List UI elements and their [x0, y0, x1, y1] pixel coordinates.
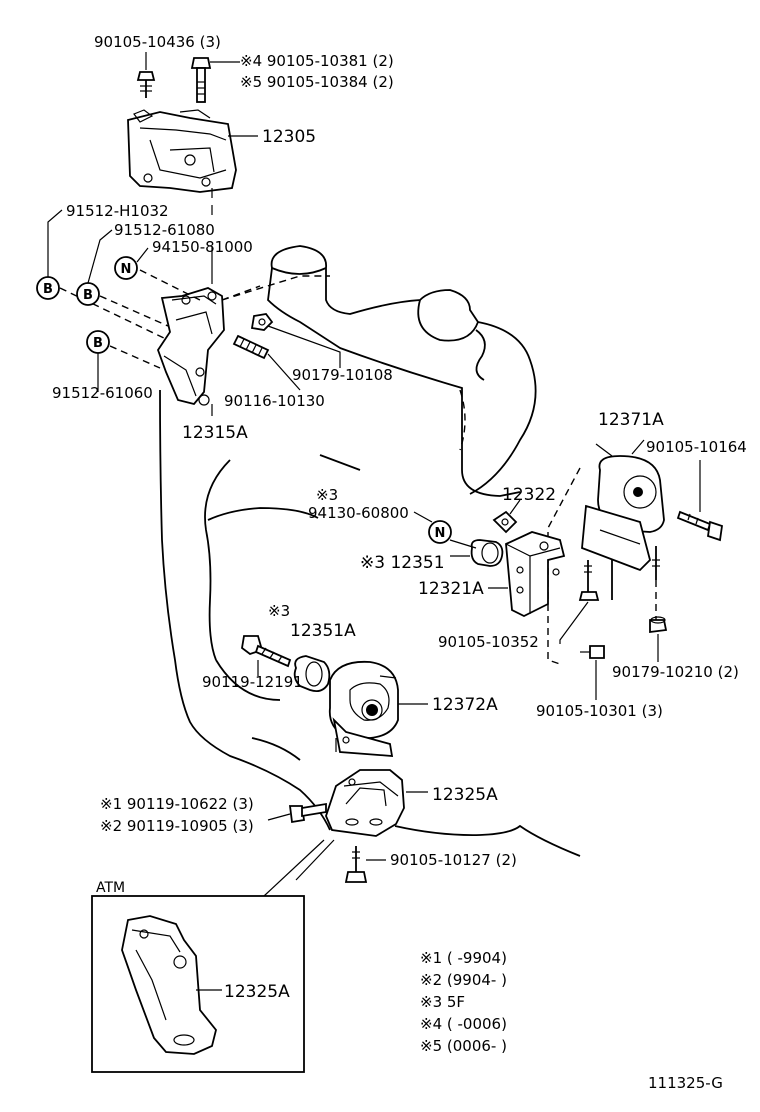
circle-b-1: B [36, 276, 60, 300]
label-90105-10381: ※4 90105-10381 (2) [240, 52, 394, 70]
label-mark-3-a: ※3 [316, 486, 338, 504]
label-90119-10905: ※2 90119-10905 (3) [100, 817, 254, 835]
svg-text:B: B [43, 282, 53, 297]
label-12321A: 12321A [418, 579, 484, 599]
label-90119-12191: 90119-12191 [202, 673, 303, 691]
label-90105-10352: 90105-10352 [438, 633, 539, 651]
label-90105-10301: 90105-10301 (3) [536, 702, 663, 720]
bolt-90105-10127 [344, 846, 386, 883]
bolt-90105-10352 [559, 560, 600, 644]
circle-n-1: N [114, 256, 138, 280]
svg-text:B: B [83, 288, 93, 303]
bracket-12322 [492, 499, 521, 534]
label-94130-60800: 94130-60800 [308, 504, 409, 522]
label-12351A: 12351A [290, 621, 356, 641]
leader-lines [59, 269, 330, 369]
bolt-90119-12191 [241, 635, 292, 676]
label-atm: ATM [96, 880, 125, 896]
svg-text:N: N [121, 262, 132, 277]
label-12351: ※3 12351 [360, 553, 445, 573]
bracket-12321A [505, 531, 566, 618]
engine-outline [159, 245, 581, 857]
svg-text:N: N [435, 526, 446, 541]
circle-b-2: B [76, 282, 100, 306]
legend-item: ※1 ( -9904) [420, 949, 507, 967]
label-mark-3-b: ※3 [268, 602, 290, 620]
legend-item: ※4 ( -0006) [420, 1015, 507, 1033]
legend-item: ※5 (0006- ) [420, 1037, 507, 1055]
circle-b-3: B [86, 330, 110, 354]
circle-n-2: N [428, 520, 452, 544]
legend-item: ※2 (9904- ) [420, 971, 507, 989]
stopper-12351A [293, 655, 331, 693]
bracket-12325A [325, 769, 428, 837]
stopper-12351 [450, 539, 504, 567]
insulator-12372A [328, 660, 428, 757]
bracket-12315A [156, 246, 225, 406]
label-90105-10436: 90105-10436 (3) [94, 33, 221, 51]
legend: ※1 ( -9904) ※2 (9904- ) ※3 5F ※4 ( -0006… [420, 949, 507, 1055]
label-90116-10130: 90116-10130 [224, 392, 325, 410]
label-12372A: 12372A [432, 695, 498, 715]
callout-labels: 90105-10436 (3) ※4 90105-10381 (2) ※5 90… [52, 33, 747, 1002]
label-12322: 12322 [502, 485, 556, 505]
label-12325A: 12325A [432, 785, 498, 805]
label-90119-10622: ※1 90119-10622 (3) [100, 795, 254, 813]
figure-code: 111325-G [648, 1074, 723, 1092]
label-94150-81000: 94150-81000 [152, 238, 253, 256]
label-90179-10210: 90179-10210 (2) [612, 663, 739, 681]
stud-90116-10130 [232, 334, 301, 391]
bolt-90105-10164 [676, 460, 723, 542]
label-90105-10127: 90105-10127 (2) [390, 851, 517, 869]
label-90105-10164: 90105-10164 [646, 438, 747, 456]
atm-inset [91, 895, 305, 1073]
label-12371A: 12371A [598, 410, 664, 430]
label-atm-12325A: 12325A [224, 982, 290, 1002]
nut-90179-10210 [649, 616, 668, 662]
label-12315A: 12315A [182, 423, 248, 443]
label-91512-H1032: 91512-H1032 [66, 202, 169, 220]
bolt-90105-10381 [190, 57, 240, 103]
insulator-12371A [581, 439, 665, 600]
bolt-90105-10436 [136, 52, 156, 98]
label-90179-10108: 90179-10108 [292, 366, 393, 384]
label-12305: 12305 [262, 127, 316, 147]
label-91512-61080: 91512-61080 [114, 221, 215, 239]
bolt-90119-10622 [267, 802, 327, 824]
legend-item: ※3 5F [420, 993, 465, 1011]
bolt-90105-10301 [580, 645, 605, 700]
svg-text:B: B [93, 336, 103, 351]
nut-90179-10108 [250, 313, 341, 368]
engine-mount-12305 [127, 109, 237, 215]
label-90105-10384: ※5 90105-10384 (2) [240, 73, 394, 91]
label-91512-61060: 91512-61060 [52, 384, 153, 402]
